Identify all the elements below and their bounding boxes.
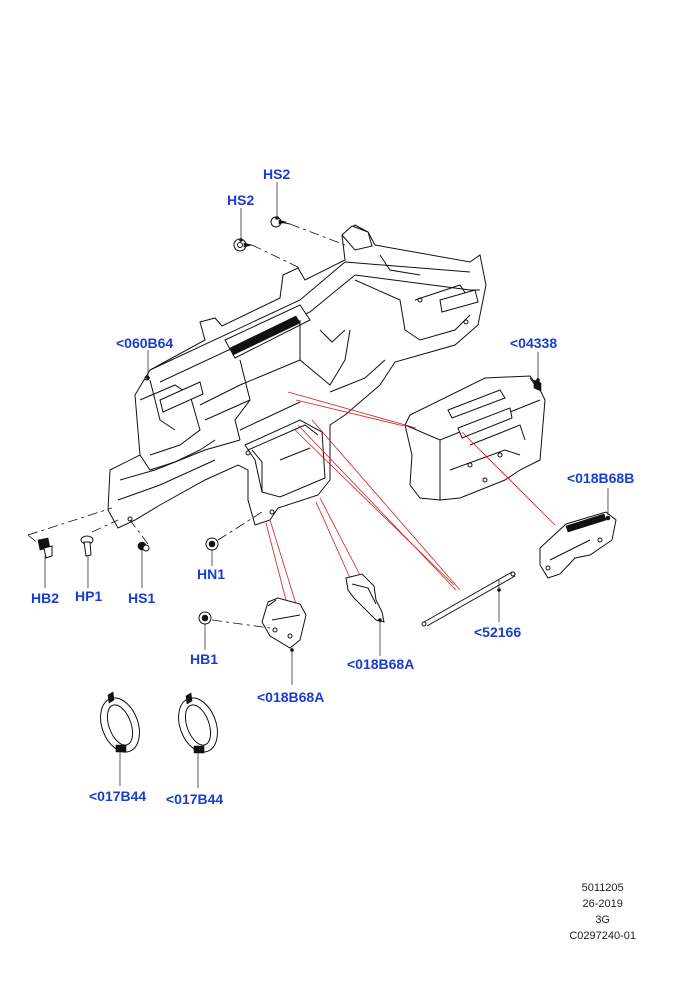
callout-018b68b: <018B68B bbox=[567, 470, 635, 486]
reference-line-1: 5011205 bbox=[581, 882, 624, 894]
bracket-018b68b bbox=[539, 511, 617, 579]
rod-52166 bbox=[421, 571, 516, 627]
callout-hn1: HN1 bbox=[197, 566, 226, 582]
callout-018b68a-left: <018B68A bbox=[257, 689, 325, 705]
label-leaders bbox=[44, 182, 609, 788]
callout-017b44-left: <017B44 bbox=[89, 788, 147, 804]
reference-line-4: C0297240-01 bbox=[569, 930, 636, 942]
callout-04338: <04338 bbox=[510, 335, 558, 351]
clamp-017b44-right bbox=[178, 692, 218, 754]
assembly-lines bbox=[27, 223, 346, 629]
callout-hs1: HS1 bbox=[128, 590, 156, 606]
fastener-hs2-top bbox=[270, 216, 291, 228]
fastener-hs2-left bbox=[233, 238, 253, 252]
fastener-hp1 bbox=[80, 535, 94, 557]
callout-018b68a-right: <018B68A bbox=[347, 656, 415, 672]
clamp-017b44-left bbox=[100, 691, 140, 753]
callout-017b44-right: <017B44 bbox=[166, 791, 224, 807]
callout-hp1: HP1 bbox=[75, 588, 103, 604]
fastener-hb2 bbox=[37, 537, 53, 559]
duct-assembly-04338 bbox=[404, 375, 546, 501]
callout-hb1: HB1 bbox=[190, 651, 219, 667]
shield-018b68a-right bbox=[345, 573, 385, 623]
reference-block: 5011205 26-2019 3G C0297240-01 bbox=[569, 880, 636, 944]
callout-hs2-top: HS2 bbox=[263, 166, 291, 182]
red-leaders bbox=[265, 391, 556, 605]
shield-018b68a-left bbox=[261, 597, 307, 649]
callout-hs2-left: HS2 bbox=[227, 192, 255, 208]
callout-060b64: <060B64 bbox=[116, 335, 174, 351]
callout-hb2: HB2 bbox=[31, 590, 60, 606]
reference-line-2: 26-2019 bbox=[582, 898, 623, 910]
reference-line-3: 3G bbox=[595, 914, 610, 926]
fastener-hb1 bbox=[198, 611, 212, 625]
fastener-hn1 bbox=[205, 537, 219, 551]
callout-52166: <52166 bbox=[474, 624, 522, 640]
